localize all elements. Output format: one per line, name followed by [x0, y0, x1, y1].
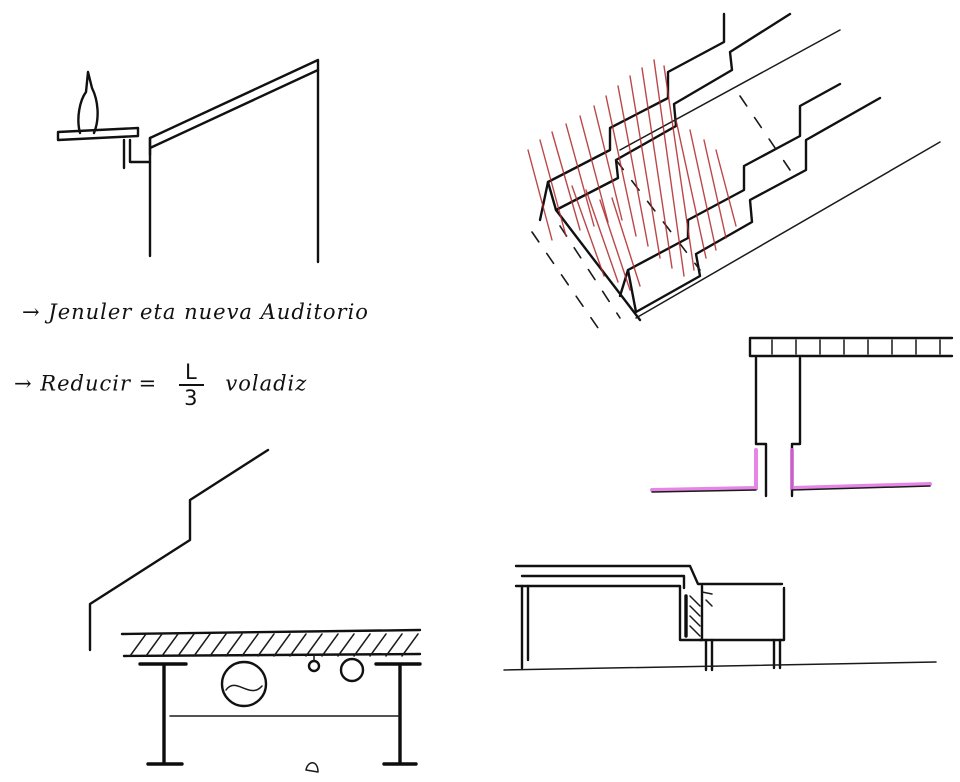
- beam-section-sketch: [88, 448, 422, 773]
- cantilever-section-sketch: [56, 58, 320, 264]
- note-2-suffix: voladiz: [225, 371, 308, 396]
- note-1-text: → Jenuler eta nueva Auditorio: [22, 300, 369, 324]
- magenta-membrane: [650, 448, 932, 492]
- side-elevation-sketch: [503, 564, 937, 672]
- note-reduce-cantilever: → Reducir = L 3 voladiz: [14, 360, 307, 410]
- note-remove-auditorium: → Jenuler eta nueva Auditorio: [22, 300, 369, 324]
- red-hatching: [527, 59, 737, 291]
- note-2-prefix: → Reducir =: [14, 371, 158, 396]
- duct-small: [339, 657, 365, 683]
- fraction-l-over-3: L 3: [178, 360, 204, 410]
- stepped-roof-sketch: [527, 12, 941, 329]
- fraction-denominator: 3: [184, 386, 199, 410]
- fraction-numerator: L: [178, 360, 204, 386]
- duct-large: [220, 660, 268, 708]
- lamp: [307, 659, 321, 673]
- human-figure: [77, 70, 99, 135]
- joint-detail-sketch: [650, 336, 954, 498]
